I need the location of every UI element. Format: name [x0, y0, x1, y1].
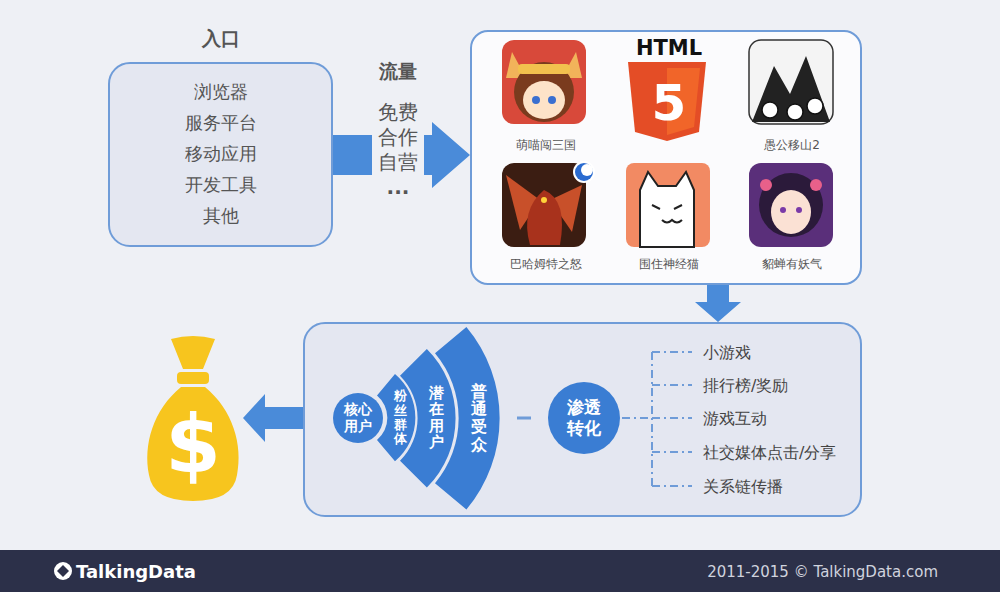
money-bag: $	[143, 335, 243, 503]
ornament	[760, 179, 772, 191]
dragon-body	[527, 190, 562, 245]
band-label: 粉丝群体	[394, 389, 407, 446]
game-caption: 围住神经猫	[639, 256, 699, 273]
game-panel: 萌喵闯三国 HTML 5 愚公移山2 巴哈姆特之怒 围住神经猫 貂蝉有妖气	[470, 30, 862, 285]
logo-word: HTML	[636, 36, 702, 60]
flow-more: ...	[372, 175, 424, 200]
band-shape	[435, 327, 500, 510]
conversion-tree	[622, 352, 692, 486]
icon-bg	[749, 40, 833, 124]
brand-name: TalkingData	[76, 561, 196, 582]
logo-disc	[54, 562, 72, 580]
icon-bg	[749, 163, 833, 247]
tactic-item: 关系链传播	[703, 477, 783, 498]
eye	[548, 96, 556, 104]
badge	[573, 161, 595, 183]
box-fill	[304, 323, 861, 516]
game-caption: 愚公移山2	[764, 137, 820, 154]
tactic-item: 小游戏	[703, 343, 751, 364]
hair	[759, 173, 823, 237]
face	[762, 102, 778, 118]
conversion-circle: 渗透 转化	[548, 382, 620, 454]
logo-number: 5	[652, 78, 687, 128]
bag-body	[147, 387, 238, 501]
band-fill	[377, 374, 415, 461]
tactic-item: 排行榜/奖励	[703, 376, 788, 397]
icon-bg	[626, 163, 710, 247]
flow-source: 免费	[372, 100, 424, 125]
circle-label: 渗透 转化	[564, 397, 604, 439]
box-fill	[471, 31, 861, 284]
helmet	[518, 64, 570, 74]
circle-label: 核心 用户	[343, 401, 373, 435]
tactic-item: 游戏互动	[703, 409, 767, 430]
tree-stem	[622, 417, 652, 419]
section-heading: 入口	[202, 26, 240, 52]
connector-line	[500, 417, 548, 420]
html5-logo	[628, 62, 706, 141]
tree-branch	[652, 352, 692, 486]
tactic-item: 社交媒体点击/分享	[703, 443, 836, 464]
entry-list: 浏览器 服务平台 移动应用 开发工具 其他	[181, 76, 261, 231]
game-caption: 貂蝉有妖气	[762, 256, 822, 273]
bag-band	[177, 372, 209, 384]
eye	[780, 207, 786, 213]
eye	[541, 197, 547, 203]
game-icon-bahamut	[502, 161, 595, 247]
fan-band: 普通受众	[435, 327, 500, 510]
face	[523, 81, 565, 119]
copyright: 2011-2015 © TalkingData.com	[707, 563, 938, 581]
footer-bar	[0, 550, 1000, 592]
block-arrow	[243, 394, 303, 442]
conversion-panel: 小游戏排行榜/奖励游戏互动社交媒体点击/分享关系链传播 核心 用户 粉丝群体 潜在用户…	[303, 322, 862, 517]
block-arrow	[695, 285, 741, 322]
game-icon-mengmiao	[502, 40, 586, 124]
game-caption: 萌喵闯三国	[516, 137, 576, 154]
band-fill	[435, 327, 500, 510]
badge-moon	[581, 164, 593, 176]
face	[807, 98, 823, 114]
band-label: 潜在用户	[429, 385, 444, 451]
core-circle: 核心 用户	[333, 393, 383, 443]
hair	[514, 62, 574, 122]
badge-inner	[575, 163, 593, 181]
currency-sign: $	[165, 405, 221, 485]
logo-mark	[57, 565, 69, 577]
fan-band: 粉丝群体	[377, 374, 415, 461]
eye	[796, 207, 802, 213]
flow-heading: 流量	[379, 59, 417, 85]
flow-source: 合作	[372, 125, 424, 150]
game-icon-yugong	[749, 40, 833, 124]
flow-source: 自营	[372, 150, 424, 175]
icon-bg	[502, 40, 586, 124]
cat-face	[652, 205, 682, 223]
face	[771, 190, 811, 234]
eye	[532, 96, 540, 104]
game-icon-cat	[626, 163, 710, 247]
footer-logo	[54, 562, 72, 580]
bag-knot	[171, 336, 215, 369]
cat-head	[640, 172, 694, 247]
entry-box: 入口浏览器 服务平台 移动应用 开发工具 其他	[108, 62, 333, 247]
shield	[628, 62, 706, 141]
icon-bg	[502, 163, 586, 247]
game-caption: 巴哈姆特之怒	[510, 256, 582, 273]
game-icon-diaochan	[749, 163, 833, 247]
ornament	[810, 179, 822, 191]
mountain	[752, 56, 830, 122]
box-fill	[109, 63, 332, 246]
face	[787, 104, 803, 120]
band-label: 普通受众	[471, 383, 487, 453]
